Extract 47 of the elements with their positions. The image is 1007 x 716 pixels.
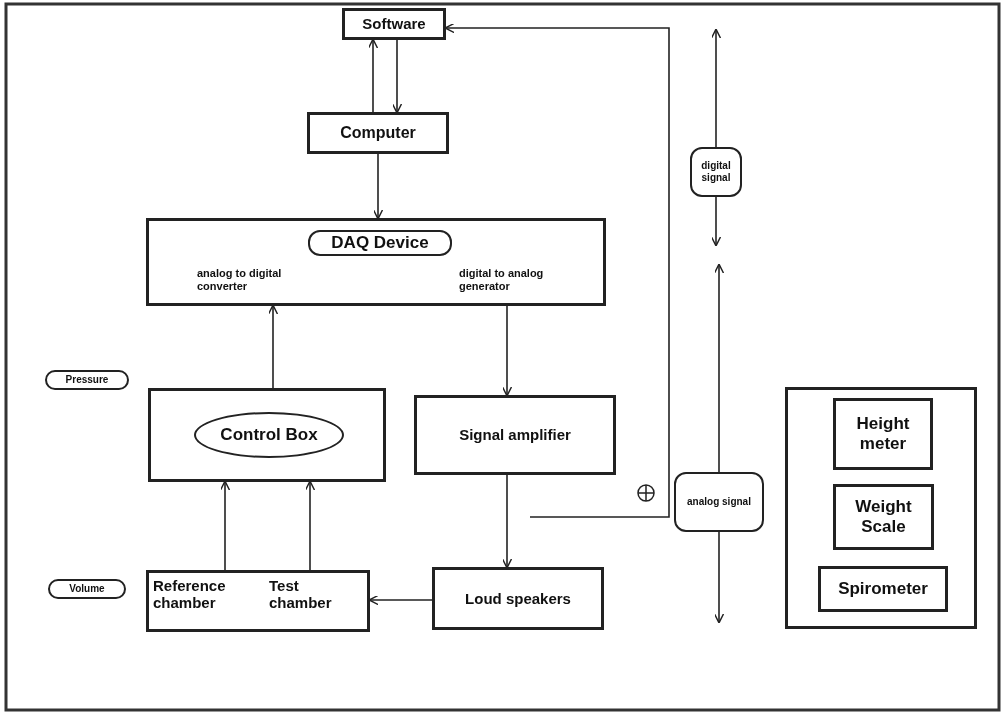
node-label: analog signal [687, 496, 751, 508]
process-box [414, 395, 616, 475]
process-box [342, 8, 446, 40]
arrow [710, 196, 722, 247]
arrow [501, 305, 513, 397]
arrow [367, 38, 379, 113]
node-label: Volume [69, 583, 105, 595]
label-pill [45, 370, 129, 390]
device-box [833, 484, 934, 550]
node-text: Test chamber [269, 577, 333, 612]
title-pill [308, 230, 452, 256]
node-label: digital signal [700, 160, 732, 184]
node-label: Loud speakers [465, 589, 571, 608]
device-box [833, 398, 933, 470]
label-pill [48, 579, 126, 599]
arrow [713, 263, 725, 473]
device-group-box [785, 387, 977, 629]
node-label: DAQ Device [331, 232, 429, 254]
node-label: Spirometer [838, 578, 928, 600]
node-label: Height meter [855, 413, 911, 455]
arrow [444, 22, 670, 518]
process-box [432, 567, 604, 630]
process-box [307, 112, 449, 154]
node-label: Computer [340, 123, 416, 143]
arrow [368, 594, 433, 606]
arrow [372, 153, 384, 220]
node-text: digital to analog generator [459, 267, 545, 294]
node-label: Control Box [220, 424, 318, 446]
process-box [148, 388, 386, 482]
node-text: analog to digital converter [197, 267, 283, 294]
signal-pill [690, 147, 742, 197]
device-box [146, 218, 606, 306]
node-label: Signal amplifier [459, 426, 571, 444]
arrow [304, 480, 316, 571]
node-label: Weight Scale [854, 496, 913, 538]
arrow [219, 480, 231, 571]
arrow [391, 39, 403, 114]
arrow [267, 304, 279, 389]
node-label: Pressure [65, 374, 109, 386]
node-label: Software [362, 15, 426, 33]
arrow [501, 474, 513, 569]
signal-pill [674, 472, 764, 532]
arrow [710, 28, 722, 148]
device-box [818, 566, 948, 612]
chamber-box [146, 570, 370, 632]
node-text: Reference chamber [153, 577, 227, 612]
arrow [713, 531, 725, 624]
